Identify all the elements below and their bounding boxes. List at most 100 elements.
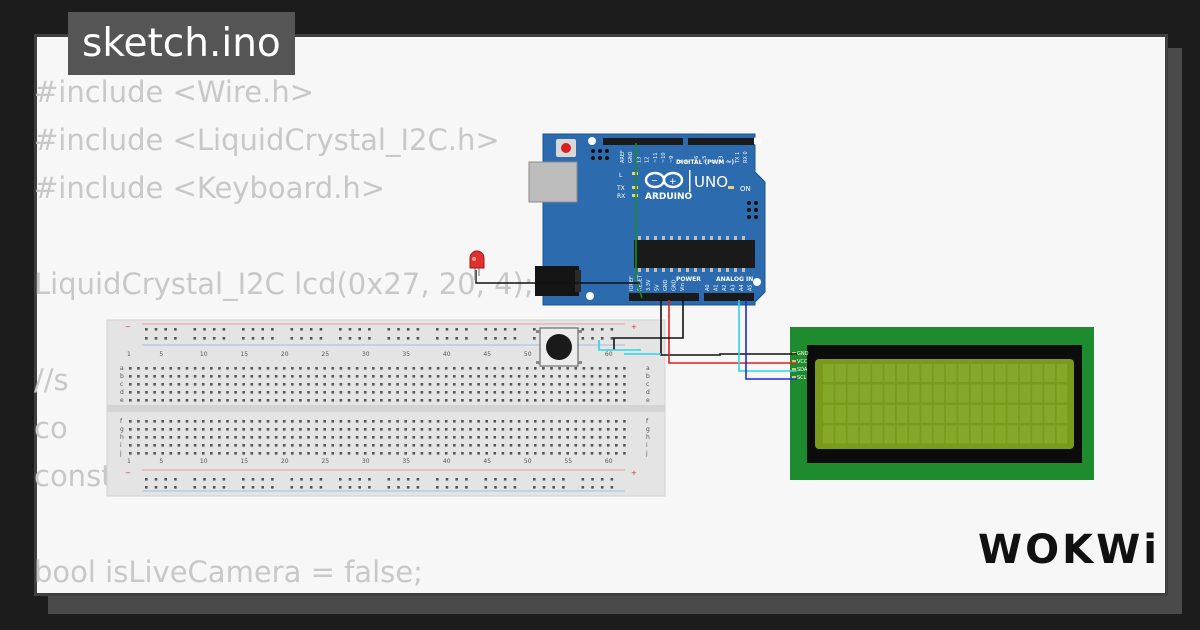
power-label: POWER [676,276,701,283]
lcd-character-cell [1032,425,1043,444]
breadboard-row-label: j [645,450,648,457]
lcd-character-cell [859,425,871,444]
lcd-character-cell [859,405,871,423]
digital-pin-label: 12 [645,157,651,163]
code-line: LiquidCrystal_I2C lcd(0x27, 20, 4); [34,267,534,301]
lcd-character-cell [958,384,969,403]
digital-pin-label: 7 [686,160,692,163]
wire-sda [738,300,797,372]
analog-pin-label: A4 [739,284,745,291]
breadboard-row-label: a [120,365,124,372]
breadboard-column-label: 1 [127,351,131,358]
wire-scl [745,300,797,380]
lcd-character-cell [1019,425,1031,444]
breadboard-column-label: 50 [524,458,532,465]
lcd-character-cell [835,384,846,403]
lcd-character-cell [1044,405,1055,423]
lcd-pin[interactable] [792,368,796,371]
breadboard-row-label: b [120,373,124,380]
breadboard-column-label: 30 [362,351,370,358]
lcd-character-cell [835,405,846,423]
lcd-character-cell [1044,364,1055,382]
lcd-character-cell [1056,405,1068,423]
code-line: #include <Wire.h> [34,75,315,109]
lcd-character-cell [995,425,1006,444]
lcd-character-cell [847,405,859,423]
lcd-character-cell [884,364,895,382]
lcd-character-cell [884,384,895,403]
breadboard-row-label: c [646,381,649,388]
digital-pin-label: RX 0 [743,151,749,163]
l-led [632,172,638,175]
lcd-character-cell [921,364,932,382]
lcd-character-cell [946,364,957,382]
icsp-header [591,149,758,219]
breadboard-column-label: 25 [321,351,329,358]
breadboard-column-label: 60 [605,458,613,465]
digital-header-1 [603,138,683,145]
breadboard-row-label: h [120,434,124,441]
lcd-character-grid [823,364,1068,444]
lcd-character-cell [946,405,957,423]
breadboard-row-label: f [646,418,649,425]
lcd-character-cell [896,425,908,444]
on-label: ON [740,185,751,193]
lcd-character-cell [970,425,982,444]
breadboard-column-label: 20 [281,351,289,358]
breadboard-column-label: 40 [443,458,451,465]
breadboard-column-label: 30 [362,458,370,465]
power-pin-label: Vin [680,283,686,291]
lcd-character-cell [982,364,994,382]
lcd-character-cell [995,364,1006,382]
analog-pin-label: A3 [731,284,737,291]
svg-text:+: + [631,469,637,477]
lcd-character-cell [872,405,883,423]
lcd-character-cell [909,384,920,403]
digital-pin-label: ~6 [694,156,700,163]
lcd-character-cell [1019,405,1031,423]
board-model: UNO [694,173,728,191]
breadboard-row-label: i [646,442,648,449]
code-line: co [34,411,68,445]
breadboard-row-label: g [646,426,650,433]
svg-text:−: − [651,176,658,185]
analog-label: ANALOG IN [716,276,753,283]
lcd-pin[interactable] [792,360,796,363]
lcd-pin-label: VCC [797,359,808,365]
lcd-character-cell [872,364,883,382]
lcd-character-cell [1032,364,1043,382]
digital-pin-label: 4 [710,160,716,163]
lcd-character-cell [823,405,834,423]
usb-port [528,161,578,203]
lcd-character-cell [823,425,834,444]
lcd-pin-label: GND [797,351,809,357]
lcd-pin[interactable] [792,376,796,379]
red-led[interactable] [469,250,485,280]
arduino-uno[interactable]: − + UNO ARDUINO ON L TX RX DIGITAL (PWM … [528,133,766,306]
push-button[interactable] [536,327,582,367]
rx-label: RX [617,193,625,200]
lcd-character-cell [823,384,834,403]
power-header [629,293,699,301]
lcd-character-cell [958,425,969,444]
filename-tab[interactable]: sketch.ino [68,12,295,75]
lcd-character-cell [896,384,908,403]
digital-label: DIGITAL (PWM ~) [676,159,734,166]
lcd-character-cell [970,384,982,403]
lcd-character-cell [872,425,883,444]
digital-pin-label: ~10 [661,152,667,163]
rx-led [632,194,638,197]
lcd-character-cell [835,364,846,382]
svg-text:−: − [125,469,131,477]
breadboard-row-label: j [119,450,122,457]
lcd-character-cell [958,364,969,382]
power-pin-label: GND [672,279,678,291]
digital-pin-label: GND [628,151,634,163]
lcd-character-cell [1007,384,1018,403]
lcd-pin-label: SDA [797,367,808,373]
digital-pin-label: ~11 [653,152,659,163]
lcd-character-cell [847,384,859,403]
arduino-logo [644,171,684,189]
